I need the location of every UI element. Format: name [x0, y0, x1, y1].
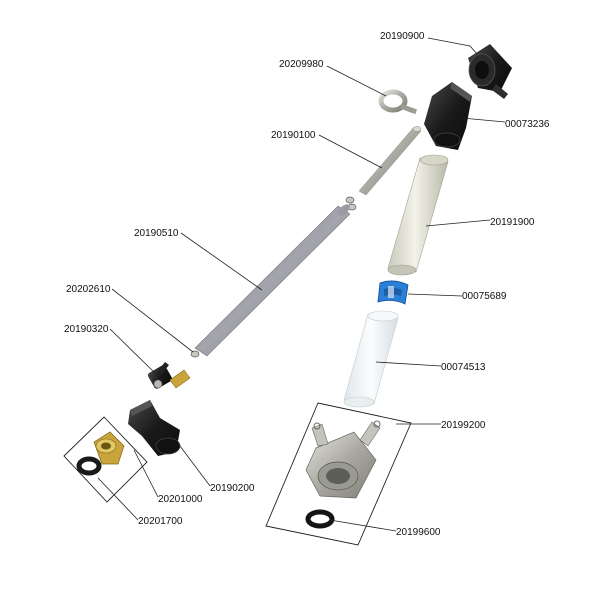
large-gasket-part	[305, 509, 335, 529]
leader-20209980	[326, 65, 387, 97]
label-20190100: 20190100	[271, 130, 316, 141]
angled-sleeve-part	[424, 82, 472, 150]
clear-tube-part	[343, 310, 399, 408]
label-20190320: 20190320	[64, 324, 109, 335]
leader-00073236	[461, 117, 506, 123]
label-20190900: 20190900	[380, 31, 425, 42]
eye-bolt-part	[378, 89, 418, 115]
leader-lines	[97, 37, 506, 532]
thin-rod-part	[358, 126, 422, 196]
label-20199600: 20199600	[396, 527, 441, 538]
brass-fitting-part	[93, 431, 125, 465]
leader-20190100	[318, 134, 383, 169]
label-20202610: 20202610	[66, 284, 111, 295]
leader-20201700	[97, 477, 139, 521]
label-20201000: 20201000	[158, 494, 203, 505]
grey-rod-part	[194, 204, 351, 357]
coupling-subassembly-frame	[265, 402, 412, 546]
leader-20191900	[425, 219, 491, 227]
valve-part	[147, 362, 191, 389]
small-gasket-part	[76, 456, 102, 476]
elbow-part	[128, 400, 181, 456]
leader-00074513	[375, 361, 442, 367]
camlock-coupling-part	[305, 420, 381, 499]
leader-20190510	[180, 232, 263, 291]
label-20191900: 20191900	[490, 217, 535, 228]
leader-20190320	[109, 328, 158, 376]
end-cap-part	[468, 44, 512, 99]
leader-20199600	[329, 519, 397, 532]
leader-20201000	[133, 449, 159, 498]
label-20199200: 20199200	[441, 420, 486, 431]
part-labels: 20190900 20209980 00073236 20190100 2019…	[64, 31, 550, 538]
leader-00075689	[407, 293, 463, 297]
label-20201700: 20201700	[138, 516, 183, 527]
leader-20190200	[179, 445, 211, 487]
hose-clamp-part	[377, 280, 409, 305]
label-00075689: 00075689	[462, 291, 507, 302]
label-00074513: 00074513	[441, 362, 486, 373]
label-20190200: 20190200	[210, 483, 255, 494]
label-20209980: 20209980	[279, 59, 324, 70]
leader-20202610	[111, 288, 194, 353]
leader-20190900	[427, 37, 478, 55]
fitting-subassembly-frame	[63, 416, 148, 503]
cream-pipe-part	[387, 154, 449, 276]
label-00073236: 00073236	[505, 119, 550, 130]
label-20190510: 20190510	[134, 228, 179, 239]
rod-spacer-part	[190, 196, 357, 358]
